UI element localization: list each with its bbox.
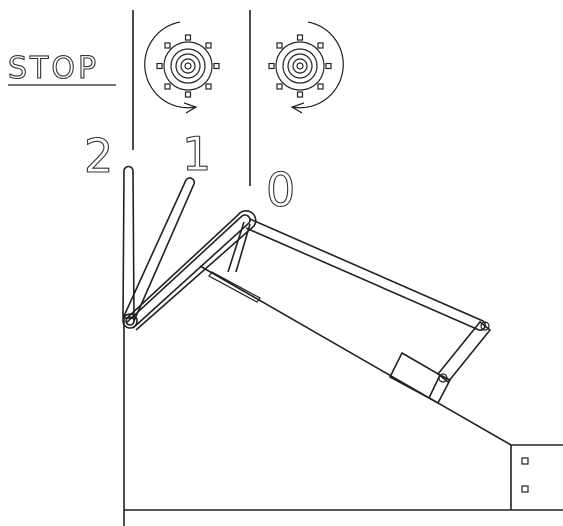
- lever-position-1: [123, 177, 196, 322]
- linkage-rod: [227, 218, 486, 331]
- stop-label: STOP: [8, 51, 99, 86]
- position-1-label: 1: [182, 127, 211, 181]
- machine-body: [123, 265, 563, 526]
- lever-position-2: [122, 165, 135, 320]
- position-0-label: 0: [266, 163, 295, 217]
- counterclockwise-rotation-icon: [268, 21, 344, 114]
- clockwise-rotation-icon: [144, 21, 220, 114]
- main-pivot: [122, 313, 138, 329]
- lever-position-0: [125, 210, 257, 331]
- mount-hole-lower: [521, 485, 529, 493]
- pivot-joint-upper: [480, 321, 490, 331]
- side-panel: [510, 445, 529, 510]
- actuator-box: [388, 351, 452, 405]
- short-link-rod: [436, 320, 492, 384]
- position-2-label: 2: [84, 129, 113, 183]
- mount-hole-upper: [521, 457, 529, 465]
- incline-pad: [208, 271, 261, 303]
